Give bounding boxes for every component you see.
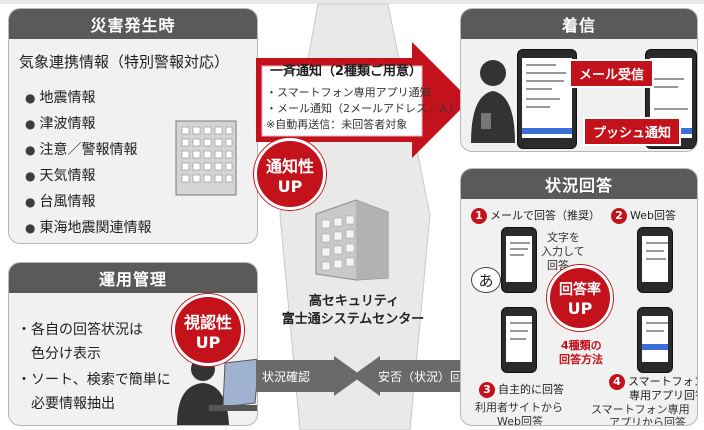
method-1-number: 1 [471, 208, 487, 224]
method-3-sub2: Web回答 [497, 415, 543, 426]
notifiability-label: 通知性 [265, 156, 314, 176]
ops-line-2: 色分け表示 [17, 346, 101, 362]
method-4-label2: 専用アプリ回答 [629, 389, 697, 402]
answer-arrow-shape [352, 356, 466, 396]
visibility-label: 視認性 [183, 312, 232, 332]
answer-rate-label: 回答率 [559, 281, 601, 298]
method-3-number: 3 [479, 382, 495, 398]
answer-rate-up: UP [567, 298, 593, 318]
method-1-phone [501, 227, 537, 293]
method-2-phone [637, 227, 673, 293]
list-item-earthquake: ●地震情報 [25, 90, 96, 106]
list-item-tsunami: ●津波情報 [25, 116, 96, 132]
push-notification-tag: プッシュ通知 [583, 117, 682, 146]
status-answer-panel-title: 状況回答 [461, 169, 697, 199]
list-item-warning: ●注意／警報情報 [25, 142, 138, 158]
ops-line-3: ・ソート、検索で簡単に [17, 372, 171, 388]
mail-phone-image [517, 49, 577, 149]
top-banner [0, 0, 704, 4]
ops-line-1: ・各自の回答状況は [17, 322, 143, 338]
notifiability-up: UP [277, 176, 303, 196]
status-check-arrow-label: 状況確認 [262, 370, 311, 384]
office-building-icon [175, 120, 237, 196]
center-name-line2: 富士通システムセンター [281, 312, 425, 327]
notification-arrow-shape [256, 42, 470, 158]
answer-rate-up-badge: 回答率 UP [547, 265, 613, 331]
notice-line-app: ・スマートフォン専用アプリ通知 [266, 86, 431, 99]
mail-received-tag: メール受信 [569, 59, 655, 88]
notice-line-mail: ・メール通知（2メールアドレス／人） [266, 102, 460, 115]
disaster-panel: 災害発生時 気象連携情報（特別警報対応） ●地震情報 ●津波情報 ●注意／警報情… [8, 8, 258, 244]
method-4-sub2: アプリから回答 [609, 416, 686, 426]
notifiability-up-badge: 通知性 UP [254, 138, 326, 210]
method-3-sub1: 利用者サイトから [475, 401, 563, 414]
visibility-up: UP [195, 332, 221, 352]
person-laptop-icon [177, 357, 257, 425]
method-3-phone [501, 307, 537, 373]
notice-line-resend: ※自動再送信：未回答者対象 [266, 118, 408, 131]
method-4-sub1: スマートフォン専用 [591, 403, 690, 416]
method-1-note2: 入力して [541, 245, 585, 258]
list-item-typhoon: ●台風情報 [25, 194, 96, 210]
disaster-panel-title: 災害発生時 [9, 9, 257, 39]
status-check-arrow-shape [256, 356, 362, 396]
method-2-number: 2 [611, 208, 627, 224]
visibility-up-badge: 視認性 UP [172, 294, 244, 366]
four-methods-line1: 4種類の [561, 339, 602, 352]
list-item-weather: ●天気情報 [25, 168, 96, 184]
list-item-tokai: ●東海地震関連情報 [25, 220, 152, 236]
method-4-number: 4 [609, 374, 625, 390]
operations-panel-title: 運用管理 [9, 263, 257, 293]
incoming-panel-title: 着信 [461, 9, 697, 39]
four-methods-line2: 回答方法 [559, 353, 603, 366]
kana-input-bubble: あ [471, 267, 501, 293]
notice-title: 一斉通知（2種類ご用意） [270, 64, 423, 79]
incoming-panel: 着信 メール受信 プッシュ通知 [460, 8, 698, 152]
method-1-note1: 文字を [547, 231, 580, 244]
method-4-phone [637, 307, 673, 373]
data-center-building-icon [315, 199, 389, 281]
operations-panel: 運用管理 ・各自の回答状況は 色分け表示 ・ソート、検索で簡単に 必要情報抽出 [8, 262, 258, 426]
weather-heading: 気象連携情報（特別警報対応） [19, 53, 230, 71]
center-name-line1: 高セキュリティ [308, 294, 400, 309]
ops-line-4: 必要情報抽出 [17, 396, 115, 412]
answer-arrow-label: 安否（状況）回答 [378, 370, 475, 384]
person-phone-icon [471, 60, 515, 143]
